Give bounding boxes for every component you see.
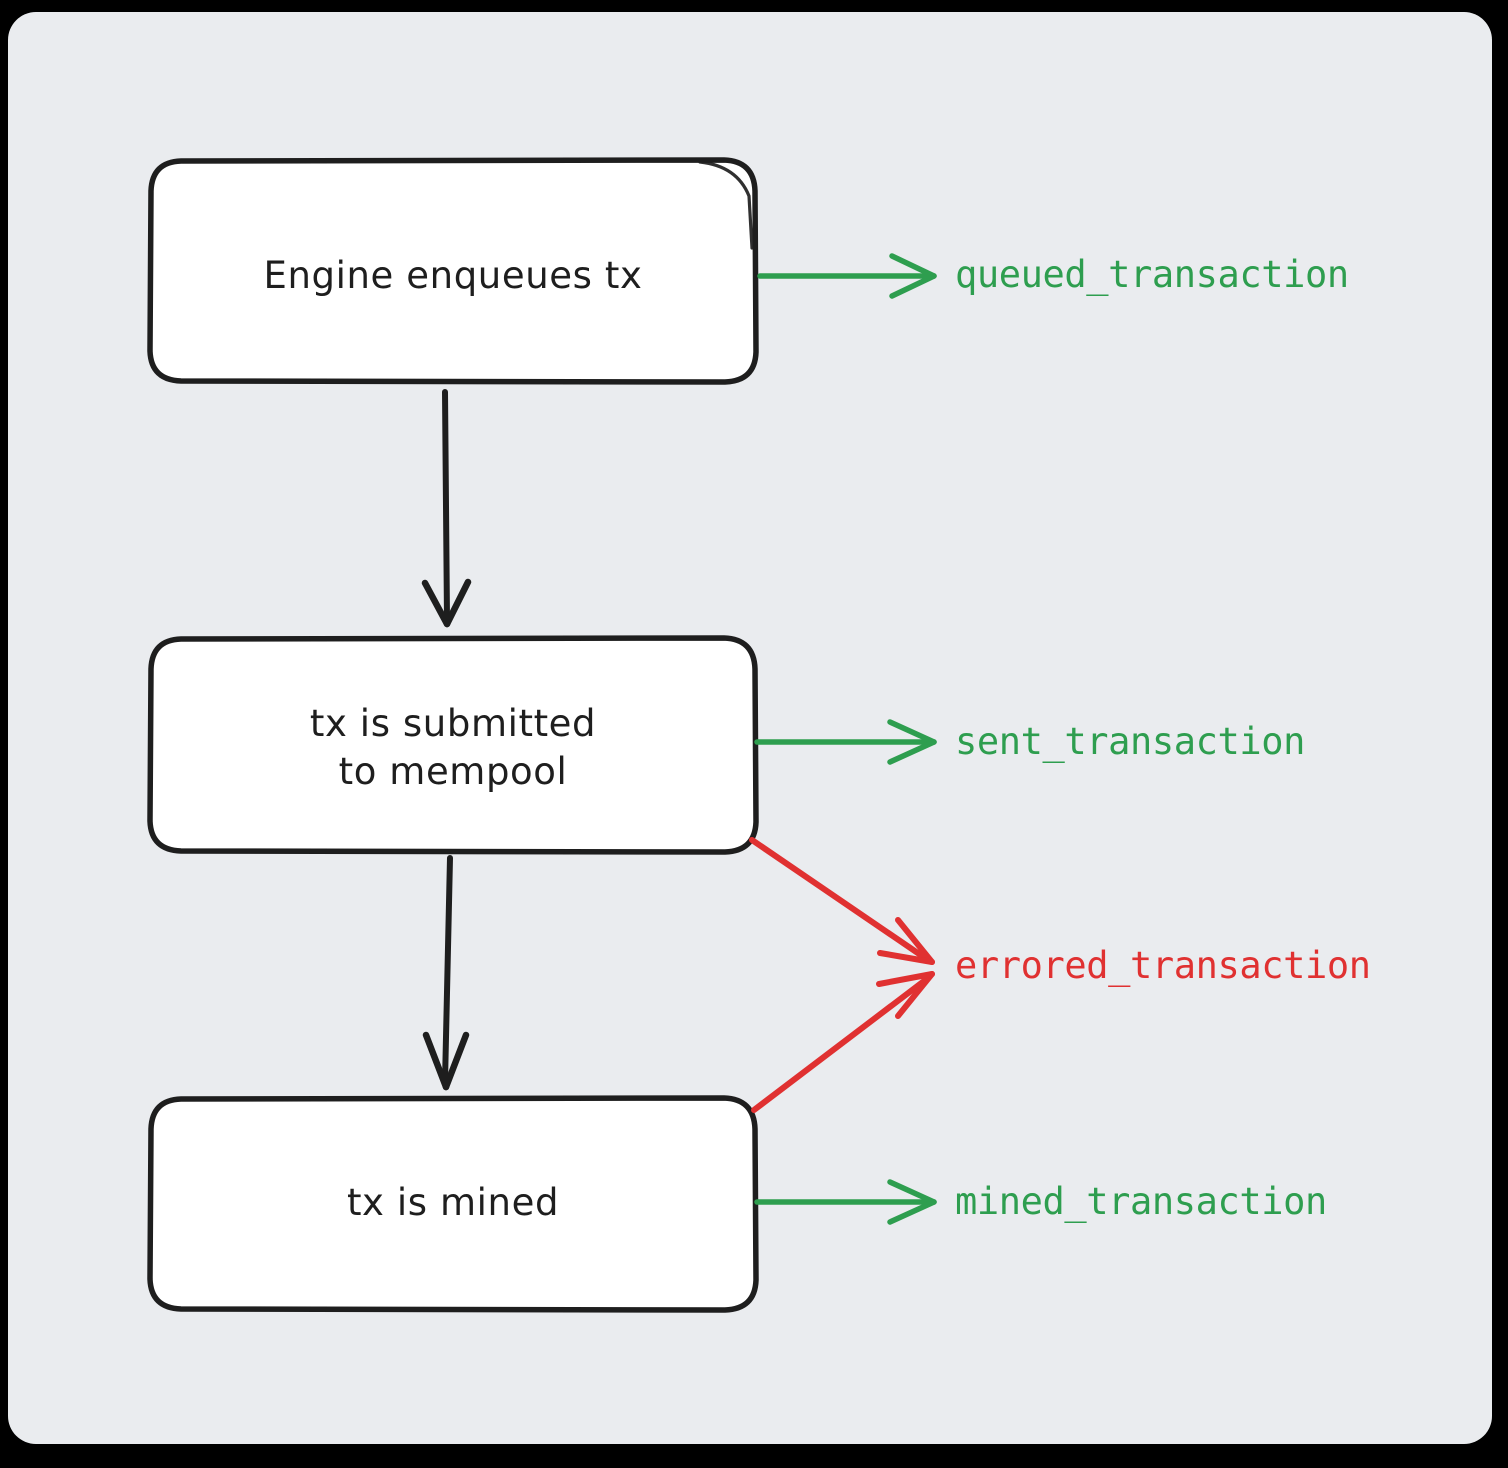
node-enqueue[interactable] xyxy=(147,157,759,385)
node-submit-shape xyxy=(147,635,759,855)
arrow-enqueue-to-submit xyxy=(421,389,472,628)
arrow-submit-to-mined xyxy=(422,855,470,1091)
arrow-errored-from-mined xyxy=(751,971,935,1113)
node-enqueue-shape xyxy=(147,157,759,385)
arrow-sent-transaction xyxy=(754,719,937,765)
node-submit[interactable] xyxy=(147,635,759,855)
node-mined[interactable] xyxy=(147,1095,759,1313)
node-mined-shape xyxy=(147,1095,759,1313)
event-label-sent-transaction: sent_transaction xyxy=(955,720,1306,763)
node-enqueue-sketch-overstroke xyxy=(698,160,754,250)
arrow-mined-transaction xyxy=(754,1179,937,1225)
event-label-errored-transaction: errored_transaction xyxy=(955,944,1371,987)
event-label-queued-transaction: queued_transaction xyxy=(955,253,1349,296)
arrow-errored-from-submit xyxy=(749,837,935,965)
arrow-queued-transaction xyxy=(757,253,937,299)
event-label-mined-transaction: mined_transaction xyxy=(955,1180,1327,1223)
